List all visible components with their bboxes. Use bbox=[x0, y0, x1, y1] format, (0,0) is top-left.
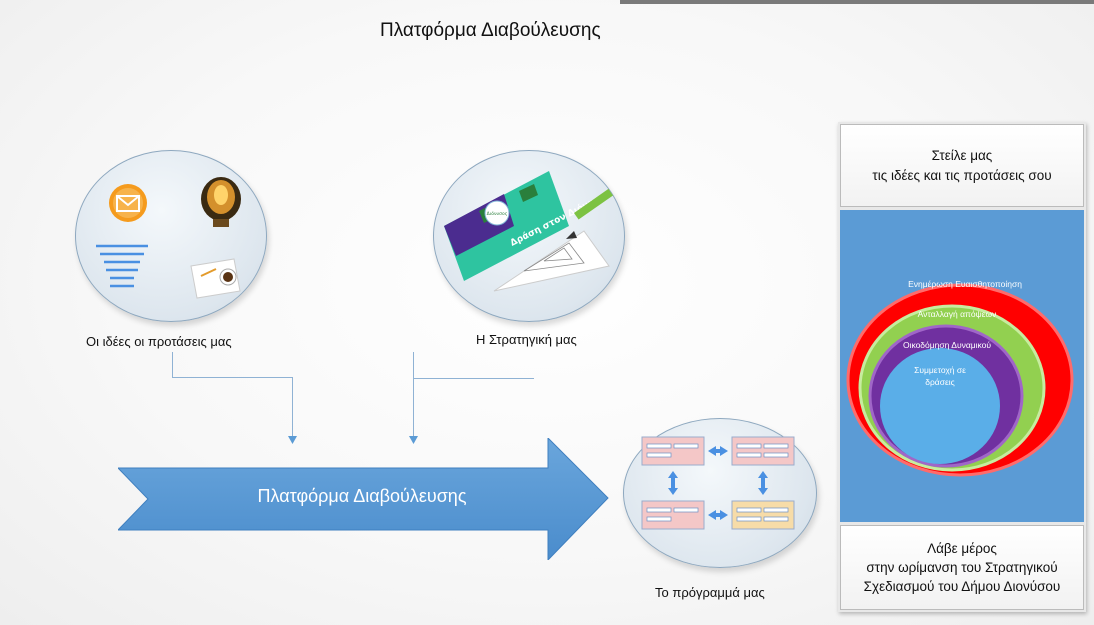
pencil-triangle-icon bbox=[493, 188, 613, 292]
ring-participation-label-2: δράσεις bbox=[925, 377, 955, 387]
top-bar bbox=[620, 0, 1094, 4]
strategy-connector-down bbox=[413, 378, 414, 436]
strategy-arrowhead bbox=[409, 436, 418, 444]
panel-bottom-line-2: στην ωρίμανση του Στρατηγικού bbox=[866, 560, 1058, 575]
ring-awareness-label: Ενημέρωση Ευαισθητοποίηση bbox=[908, 279, 1022, 289]
ideas-arrowhead bbox=[288, 436, 297, 444]
program-circle bbox=[623, 418, 817, 568]
strategy-illustration: Διόνυσος Δράση στον Διόνυσο bbox=[444, 171, 613, 292]
panel-top-line-1: Στείλε μας bbox=[931, 147, 993, 163]
platform-arrow bbox=[118, 438, 609, 560]
ring-exchange-label: Ανταλλαγή απόψεων bbox=[917, 309, 997, 319]
program-label: Το πρόγραμμά μας bbox=[655, 585, 765, 600]
strategy-logo-text: Διόνυσος bbox=[487, 210, 508, 217]
participation-rings bbox=[846, 283, 1074, 477]
ring-participation-label-1: Συμμετοχή σε bbox=[914, 365, 966, 375]
strategy-circle: Διόνυσος Δράση στον Διόνυσο bbox=[433, 150, 625, 322]
ideas-label: Οι ιδέες οι προτάσεις μας bbox=[86, 334, 232, 349]
coffee-notes-icon bbox=[190, 258, 241, 299]
process-card-icon bbox=[731, 436, 795, 466]
double-arrow-icon bbox=[668, 446, 768, 520]
panel-bottom-line-3: Σχεδιασμού του Δήμου Διονύσου bbox=[863, 579, 1061, 594]
process-card-icon bbox=[641, 436, 705, 466]
strategy-label: Η Στρατηγική μας bbox=[476, 332, 577, 347]
program-illustration bbox=[641, 436, 795, 530]
ideas-connector bbox=[172, 352, 293, 378]
lightbulb-icon bbox=[201, 177, 241, 227]
panel-top-box: Στείλε μας τις ιδέες και τις προτάσεις σ… bbox=[840, 124, 1084, 207]
strategy-connector bbox=[413, 352, 534, 379]
panel-bottom-box: Λάβε μέρος στην ωρίμανση του Στρατηγικού… bbox=[840, 525, 1084, 610]
participation-panel: Στείλε μας τις ιδέες και τις προτάσεις σ… bbox=[838, 122, 1086, 612]
ideas-connector-down bbox=[292, 377, 293, 437]
panel-top-line-2: τις ιδέες και τις προτάσεις σου bbox=[872, 167, 1052, 183]
panel-rings-area: Ενημέρωση Ευαισθητοποίηση Ανταλλαγή απόψ… bbox=[840, 210, 1084, 522]
ideas-circle bbox=[75, 150, 267, 322]
envelope-icon bbox=[109, 184, 147, 222]
process-card-icon bbox=[641, 500, 705, 530]
ring-capacity-label: Οικοδόμηση Δυναμικού bbox=[902, 340, 992, 350]
ideas-illustration bbox=[96, 177, 241, 299]
page-title: Πλατφόρμα Διαβούλευσης bbox=[380, 20, 601, 41]
platform-arrow-label: Πλατφόρμα Διαβούλευσης bbox=[257, 486, 467, 506]
text-lines-icon bbox=[96, 244, 148, 288]
panel-bottom-line-1: Λάβε μέρος bbox=[927, 541, 997, 556]
ring-participation bbox=[880, 348, 1000, 464]
process-card-icon bbox=[731, 500, 795, 530]
